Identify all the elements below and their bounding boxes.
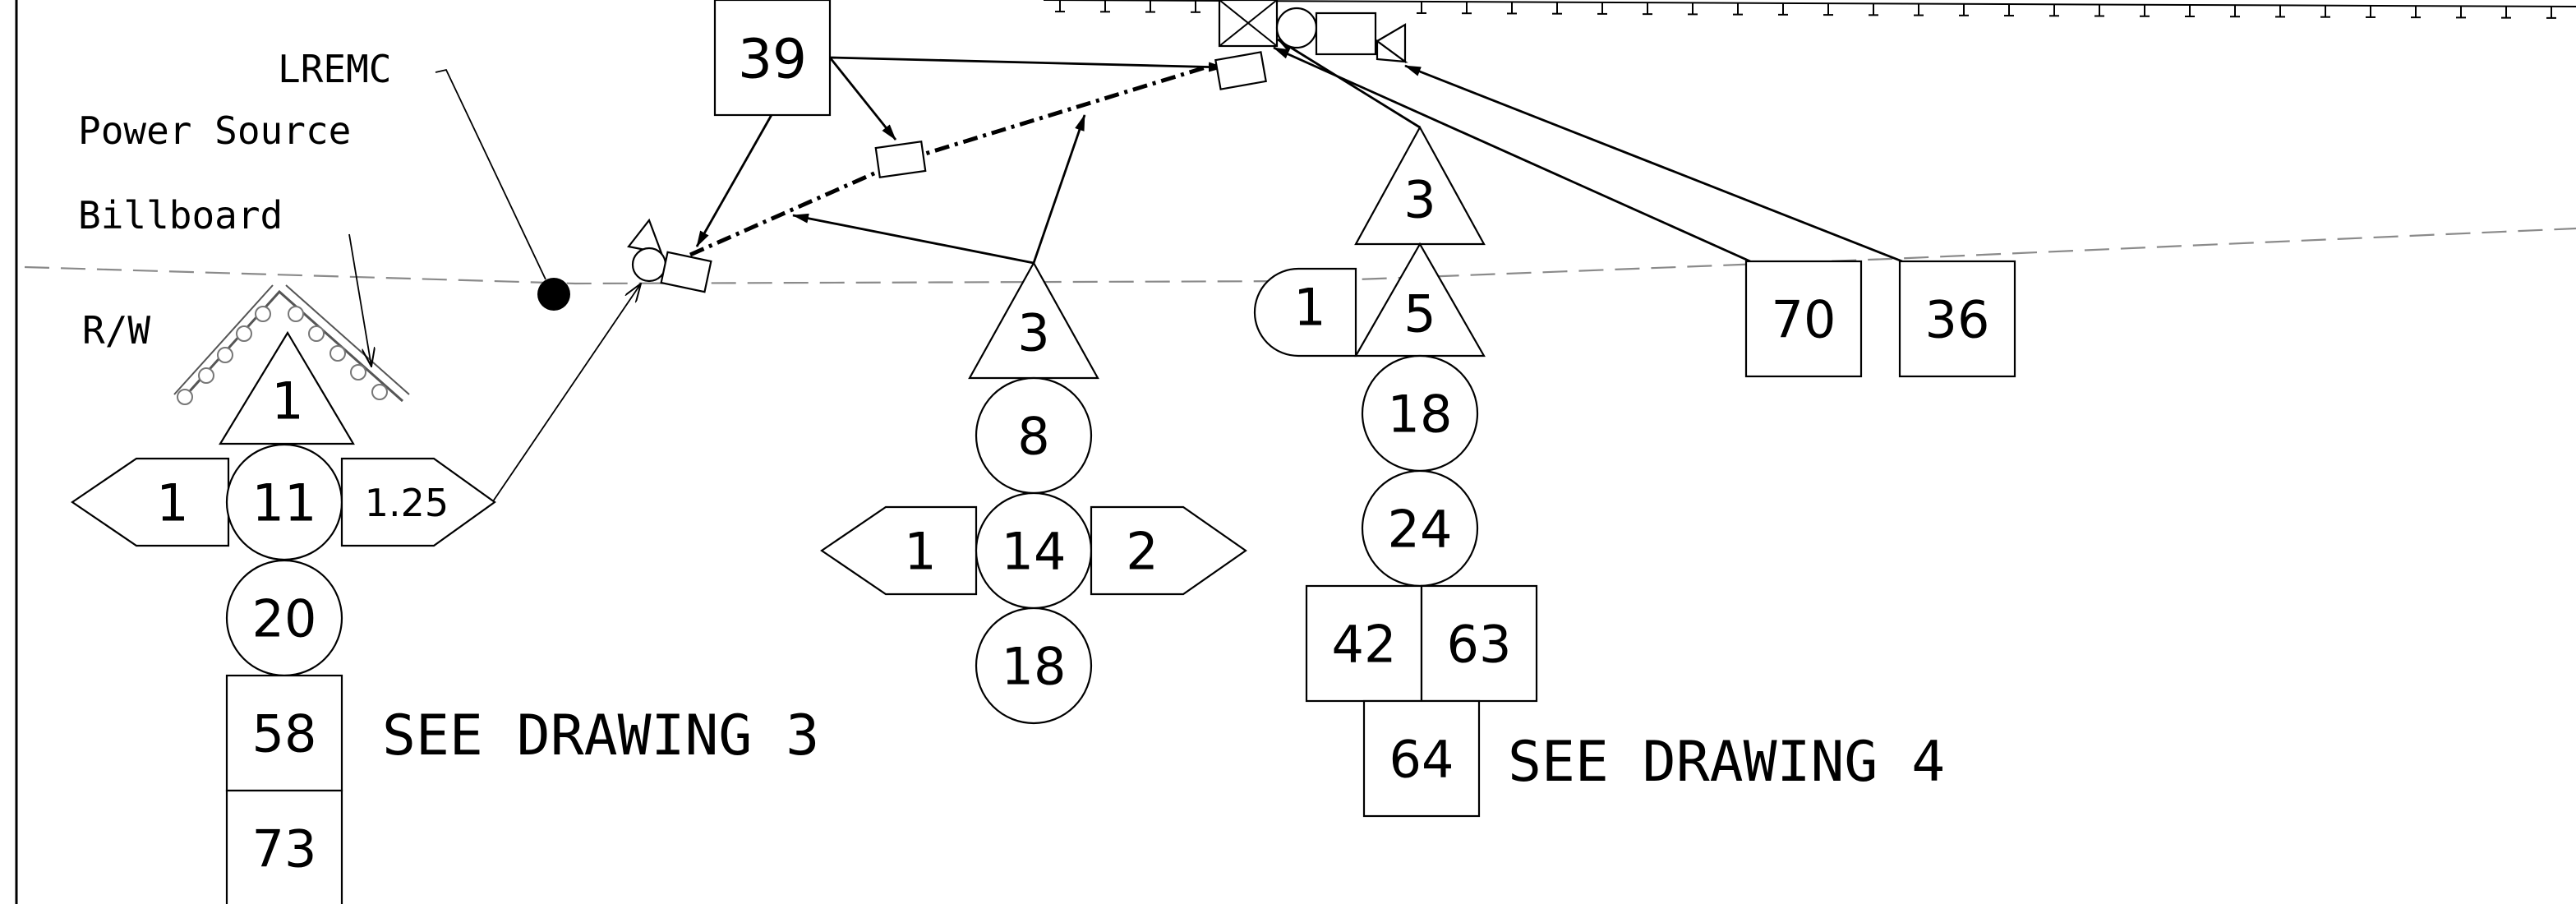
cluster-a-box-2-number: 73 — [252, 819, 317, 879]
see-drawing-3-label: SEE DRAWING 3 — [382, 703, 819, 768]
dashdot-service-line — [689, 59, 1225, 257]
lremc-label: LREMC — [278, 47, 391, 91]
cluster-c-box-right-number: 63 — [1447, 615, 1512, 675]
cluster-b-left-arrow — [820, 505, 978, 596]
line-b-to-left — [792, 213, 1035, 265]
cluster-a-triangle-number: 1 — [271, 371, 303, 431]
cluster-b-circle-bottom-number: 18 — [1002, 637, 1067, 697]
cluster-c-box-bottom — [1362, 699, 1481, 818]
right-of-way-line — [24, 227, 2576, 285]
cluster-c-triangle-top-number: 3 — [1403, 170, 1435, 230]
line-70-to-top — [1273, 46, 1751, 263]
pole-equipment-top — [1214, 0, 1408, 90]
cluster-b-triangle-number: 3 — [1017, 303, 1049, 363]
cluster-b-right-arrow — [1090, 505, 1247, 596]
line-39-to-top — [829, 56, 1225, 72]
road-edge-ticks — [1055, 0, 2556, 19]
line-b-to-up — [1032, 114, 1086, 264]
transformer-box-mid — [874, 141, 927, 178]
cluster-b-center-number: 14 — [1002, 522, 1067, 582]
cluster-c-half-round — [1253, 267, 1357, 357]
cluster-a-left-arrow — [71, 457, 230, 547]
cluster-a-box-2 — [225, 789, 343, 904]
line-39-to-pole — [695, 113, 774, 247]
see-drawing-4-label: SEE DRAWING 4 — [1508, 730, 1945, 795]
box-36: 36 — [1898, 260, 2016, 378]
cluster-b-circle-bottom — [975, 607, 1093, 725]
line-c-to-top — [1277, 38, 1421, 129]
cluster-a-left-arrow-number: 1 — [156, 473, 188, 533]
pole-equipment-left — [627, 218, 712, 293]
pole-39-number: 39 — [738, 28, 807, 91]
cluster-c-box-left — [1305, 584, 1423, 703]
cluster-c-box-bottom-number: 64 — [1389, 730, 1454, 790]
rw-label: R/W — [82, 308, 150, 353]
cluster-c-circle-1-number: 18 — [1388, 385, 1453, 445]
cluster-a-right-arrow-number: 1.25 — [365, 481, 449, 525]
box-70: 70 — [1744, 260, 1863, 378]
cluster-a-right-arrow — [340, 457, 496, 547]
cluster-c-circle-2-number: 24 — [1388, 500, 1453, 560]
line-36-to-top — [1404, 64, 1903, 263]
box-36-number: 36 — [1925, 290, 1990, 350]
power-source-dot — [537, 278, 570, 311]
billboard-leader — [348, 233, 371, 367]
road-edge — [1043, 0, 2576, 19]
cluster-c: 3 1 5 18 24 42 63 64 — [1253, 125, 1538, 818]
lremc-leader — [435, 68, 546, 280]
cluster-c-triangle-number: 5 — [1403, 284, 1435, 344]
billboard-label: Billboard — [78, 193, 283, 238]
cluster-a-box-1 — [225, 674, 343, 792]
cluster-a-box-1-number: 58 — [252, 704, 317, 764]
cluster-a: 1 1 11 1.25 20 58 73 — [71, 330, 496, 904]
box-70-number: 70 — [1772, 290, 1836, 350]
cluster-a-circle-below-number: 20 — [252, 589, 317, 649]
power-source-label: Power Source — [78, 108, 351, 153]
line-a-to-pole — [492, 284, 641, 502]
line-39-to-transformer — [828, 57, 897, 141]
cluster-b-right-arrow-number: 2 — [1126, 522, 1158, 582]
cluster-c-box-right — [1420, 584, 1538, 703]
cluster-b-circle-top-number: 8 — [1017, 407, 1049, 467]
pole-39-box: 39 — [713, 0, 832, 117]
cluster-a-center-number: 11 — [252, 473, 317, 533]
cluster-b: 3 8 1 14 2 18 — [820, 261, 1247, 725]
cluster-b-left-arrow-number: 1 — [904, 522, 936, 582]
billboard-symbol — [173, 284, 410, 405]
cluster-c-half-round-number: 1 — [1293, 278, 1325, 338]
cluster-c-box-left-number: 42 — [1332, 615, 1397, 675]
